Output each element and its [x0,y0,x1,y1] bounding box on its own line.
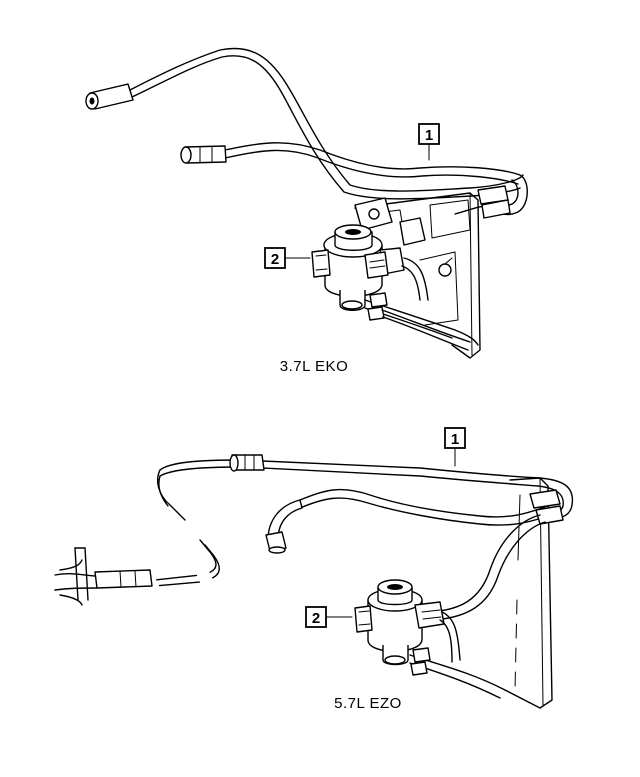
callout-2-label-bottom: 2 [312,610,320,627]
caption-3-7l: 3.7L EKO [280,358,348,375]
callout-1-label-bottom: 1 [451,431,459,448]
vacuum-hose-1-top [85,47,528,219]
purge-solenoid-top [311,197,479,351]
callout-2-label: 2 [271,251,279,268]
caption-5-7l: 5.7L EZO [334,695,402,712]
callout-1-top: 1 [418,123,440,161]
view-5-7l: 1 2 5.7L EZO [54,427,574,712]
callout-2-bottom: 2 [305,606,353,628]
callout-1-bottom: 1 [444,427,466,467]
vacuum-hose-1-bottom [54,454,574,621]
view-3-7l: 1 2 3.7L EKO [85,47,528,375]
purge-solenoid-bottom [354,579,506,699]
callout-2-top: 2 [264,247,311,269]
callout-1-label: 1 [425,127,433,144]
